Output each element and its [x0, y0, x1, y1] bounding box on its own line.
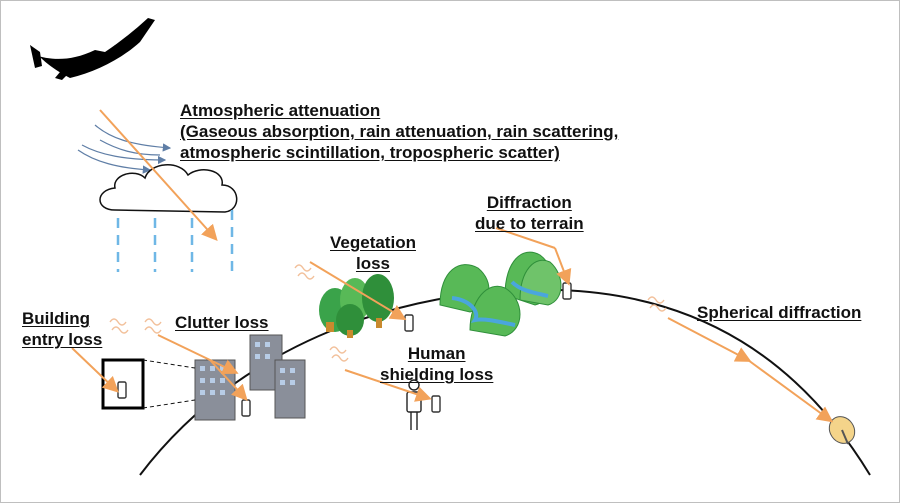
diffraction-terrain-label: Diffraction due to terrain [475, 193, 584, 233]
wave-icon [109, 264, 667, 362]
mountain-icon [439, 251, 562, 337]
tree-icon [319, 274, 394, 338]
signal-paths [71, 227, 834, 423]
atmospheric-signal-path [99, 109, 218, 241]
cloud-icon [99, 164, 238, 213]
building-entry-loss-label: Building entry loss [22, 309, 103, 349]
rain-icon [116, 210, 234, 272]
wind-lines-icon [77, 124, 172, 174]
human-shielding-loss-label: Human shielding loss [380, 344, 494, 384]
person-icon [406, 379, 422, 430]
spherical-diffraction-label: Spherical diffraction [697, 303, 862, 322]
clutter-loss-label: Clutter loss [175, 313, 269, 332]
vegetation-loss-label: Vegetation loss [330, 233, 416, 273]
building-icon [194, 334, 306, 421]
aircraft-icon [30, 18, 155, 80]
satellite-dish-icon [828, 416, 856, 445]
atmospheric-attenuation-label: Atmospheric attenuation (Gaseous absorpt… [180, 101, 619, 162]
